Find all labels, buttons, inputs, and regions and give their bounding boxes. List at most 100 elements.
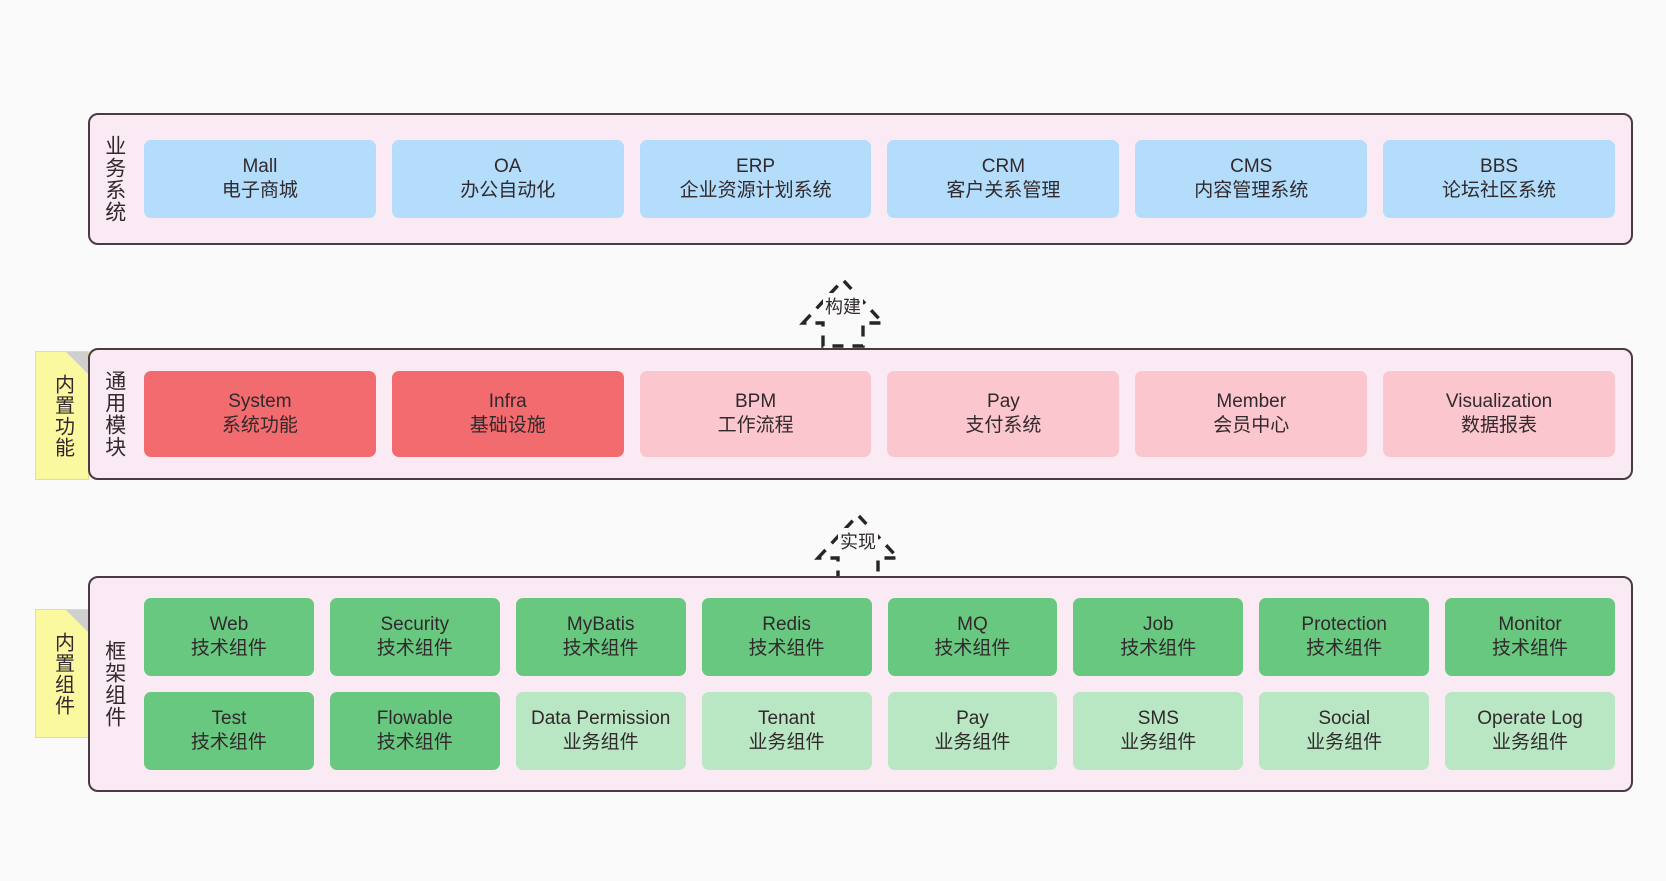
note-text: 内置功能: [51, 373, 74, 458]
arrow-build-shape: [799, 277, 887, 348]
card-mq[interactable]: MQ 技术组件: [887, 598, 1058, 676]
card-sms[interactable]: SMS 业务组件: [1073, 692, 1244, 770]
card-data-permission[interactable]: Data Permission 业务组件: [515, 692, 686, 770]
note-fold-corner-icon: [66, 352, 88, 374]
card-test[interactable]: Test 技术组件: [144, 692, 314, 770]
card-subtitle: 技术组件: [1492, 638, 1569, 659]
card-title: MQ: [957, 613, 988, 635]
layer-row: Test 技术组件 Flowable 技术组件 Data Permission …: [144, 692, 1615, 770]
card-subtitle: 系统功能: [221, 415, 298, 436]
layer-body-framework-component: Web 技术组件 Security 技术组件 MyBatis 技术组件 Redi…: [138, 578, 1631, 790]
card-mybatis[interactable]: MyBatis 技术组件: [515, 598, 686, 676]
layer-title-common-module: 通用模块: [102, 370, 126, 458]
card-web[interactable]: Web 技术组件: [144, 598, 314, 676]
card-title: System: [228, 390, 292, 412]
arrow-implement-label: 实现: [838, 528, 878, 554]
card-member[interactable]: Member 会员中心: [1135, 371, 1368, 457]
card-title: Member: [1216, 390, 1287, 412]
card-subtitle: 内容管理系统: [1194, 180, 1309, 201]
card-title: Social: [1318, 707, 1371, 729]
arrow-build-label: 构建: [823, 293, 863, 319]
card-title: Security: [380, 613, 450, 635]
note-fold-corner-icon: [66, 610, 88, 632]
card-subtitle: 业务组件: [562, 732, 639, 753]
card-title: Data Permission: [530, 707, 671, 729]
card-crm[interactable]: CRM 客户关系管理: [887, 140, 1120, 218]
card-social[interactable]: Social 业务组件: [1259, 692, 1430, 770]
card-subtitle: 技术组件: [190, 732, 267, 753]
card-title: Redis: [762, 613, 811, 635]
card-subtitle: 办公自动化: [460, 180, 556, 201]
card-operate-log[interactable]: Operate Log 业务组件: [1445, 692, 1615, 770]
card-subtitle: 电子商城: [221, 180, 298, 201]
card-cms[interactable]: CMS 内容管理系统: [1135, 140, 1368, 218]
layer-framework-component[interactable]: 框架组件 Web 技术组件 Security 技术组件 MyBatis 技术组件…: [88, 576, 1633, 792]
layer-row: Web 技术组件 Security 技术组件 MyBatis 技术组件 Redi…: [144, 598, 1615, 676]
card-title: Operate Log: [1477, 707, 1583, 729]
card-title: SMS: [1137, 707, 1179, 729]
card-subtitle: 技术组件: [376, 638, 453, 659]
card-subtitle: 工作流程: [717, 415, 794, 436]
card-security[interactable]: Security 技术组件: [329, 598, 500, 676]
card-title: Visualization: [1445, 390, 1553, 412]
card-infra[interactable]: Infra 基础设施: [391, 371, 624, 457]
card-tenant[interactable]: Tenant 业务组件: [701, 692, 872, 770]
arrow-implement: 实现: [770, 493, 950, 588]
card-title: Monitor: [1498, 613, 1562, 635]
card-subtitle: 技术组件: [1306, 638, 1383, 659]
card-job[interactable]: Job 技术组件: [1073, 598, 1244, 676]
card-subtitle: 会员中心: [1213, 415, 1290, 436]
card-subtitle: 技术组件: [1120, 638, 1197, 659]
card-subtitle: 业务组件: [1492, 732, 1569, 753]
layer-common-module[interactable]: 通用模块 System 系统功能 Infra 基础设施 BPM 工作流程 Pay…: [88, 348, 1633, 480]
card-title: ERP: [736, 155, 776, 177]
card-title: CMS: [1230, 155, 1273, 177]
card-subtitle: 技术组件: [934, 638, 1011, 659]
card-subtitle: 技术组件: [562, 638, 639, 659]
card-protection[interactable]: Protection 技术组件: [1259, 598, 1430, 676]
card-system[interactable]: System 系统功能: [144, 371, 376, 457]
card-redis[interactable]: Redis 技术组件: [701, 598, 872, 676]
card-subtitle: 客户关系管理: [946, 180, 1061, 201]
card-title: CRM: [981, 155, 1026, 177]
card-oa[interactable]: OA 办公自动化: [391, 140, 624, 218]
card-title: Infra: [488, 390, 527, 412]
card-subtitle: 技术组件: [190, 638, 267, 659]
layer-title-framework-component: 框架组件: [102, 640, 126, 728]
card-subtitle: 业务组件: [1306, 732, 1383, 753]
card-title: Tenant: [758, 707, 816, 729]
card-erp[interactable]: ERP 企业资源计划系统: [639, 140, 872, 218]
card-title: Pay: [987, 390, 1020, 412]
card-title: Mall: [242, 155, 278, 177]
card-mall[interactable]: Mall 电子商城: [144, 140, 376, 218]
card-monitor[interactable]: Monitor 技术组件: [1445, 598, 1615, 676]
card-title: BBS: [1480, 155, 1519, 177]
layer-row: Mall 电子商城 OA 办公自动化 ERP 企业资源计划系统 CRM 客户关系…: [144, 140, 1615, 218]
layer-body-common-module: System 系统功能 Infra 基础设施 BPM 工作流程 Pay 支付系统…: [138, 350, 1631, 478]
card-title: Protection: [1301, 613, 1387, 635]
layer-body-business-system: Mall 电子商城 OA 办公自动化 ERP 企业资源计划系统 CRM 客户关系…: [138, 115, 1631, 243]
note-builtin-function[interactable]: 内置功能: [35, 351, 89, 480]
card-subtitle: 数据报表: [1461, 415, 1538, 436]
arrow-build: 构建: [755, 258, 935, 353]
card-visualization[interactable]: Visualization 数据报表: [1383, 371, 1615, 457]
card-subtitle: 技术组件: [748, 638, 825, 659]
layer-business-system[interactable]: 业务系统 Mall 电子商城 OA 办公自动化 ERP 企业资源计划系统 CRM…: [88, 113, 1633, 245]
card-subtitle: 技术组件: [376, 732, 453, 753]
card-subtitle: 业务组件: [1120, 732, 1197, 753]
card-title: Pay: [956, 707, 989, 729]
card-pay-component[interactable]: Pay 业务组件: [887, 692, 1058, 770]
card-pay-module[interactable]: Pay 支付系统: [887, 371, 1120, 457]
card-subtitle: 支付系统: [965, 415, 1042, 436]
card-subtitle: 基础设施: [469, 415, 546, 436]
card-subtitle: 业务组件: [748, 732, 825, 753]
card-bpm[interactable]: BPM 工作流程: [639, 371, 872, 457]
note-builtin-component[interactable]: 内置组件: [35, 609, 89, 738]
card-subtitle: 业务组件: [934, 732, 1011, 753]
card-bbs[interactable]: BBS 论坛社区系统: [1383, 140, 1615, 218]
note-text: 内置组件: [51, 631, 74, 716]
card-title: Flowable: [376, 707, 453, 729]
card-flowable[interactable]: Flowable 技术组件: [329, 692, 500, 770]
card-title: Web: [209, 613, 249, 635]
